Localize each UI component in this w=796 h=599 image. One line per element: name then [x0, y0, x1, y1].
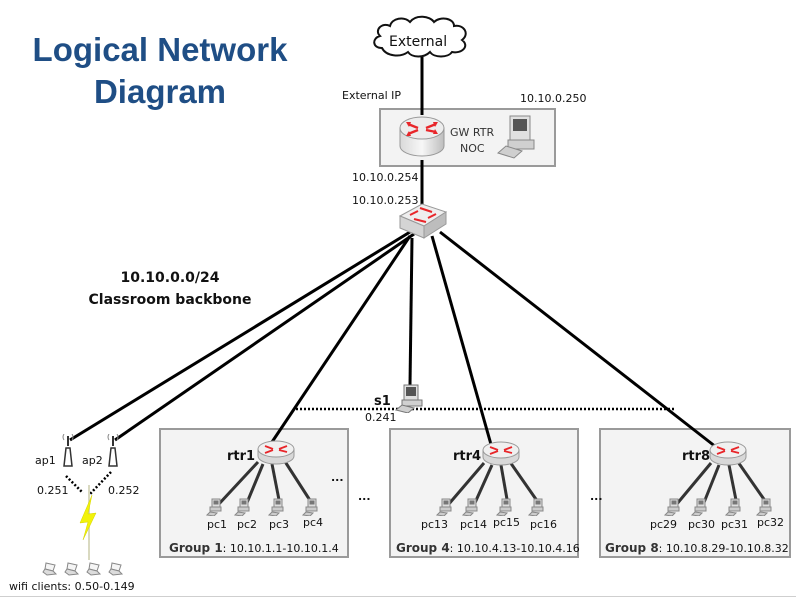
rtr8-label: rtr8 — [682, 449, 711, 464]
group-name: Group 8 — [605, 541, 659, 555]
link-switch-ap2 — [114, 232, 415, 442]
backbone-subnet: 10.10.0.0/24 — [120, 270, 220, 286]
wifi-client-laptop-icon — [86, 562, 102, 576]
noc-workstation-icon — [496, 115, 535, 159]
ap1-wireless-link — [65, 475, 84, 494]
ap1-icon — [62, 434, 74, 467]
bottom-divider — [0, 596, 796, 597]
group-ip-range: : 10.10.8.29-10.10.8.32 — [658, 542, 789, 555]
group-name: Group 1 — [169, 541, 223, 555]
ap2-ip-label: 0.252 — [108, 484, 140, 497]
group-label: Group 4: 10.10.4.13-10.10.4.16 — [396, 541, 580, 555]
link-switch-s1 — [408, 237, 414, 386]
pc-label: pc14 — [460, 518, 488, 531]
pc-icon — [691, 498, 707, 516]
pc-label: pc2 — [237, 518, 258, 531]
rtr4-label: rtr4 — [453, 449, 482, 464]
group-label: Group 8: 10.10.8.29-10.10.8.32 — [605, 541, 789, 555]
pc-label: pc15 — [493, 516, 521, 529]
pc-label: pc31 — [721, 518, 749, 531]
link-switch-ap1 — [69, 230, 411, 442]
gw-router-label-line2: NOC — [460, 142, 485, 155]
wifi-client-laptop-icon — [64, 562, 80, 576]
link-switch-rtr8 — [439, 230, 717, 449]
rtr1-label: rtr1 — [227, 449, 256, 464]
wifi-clients-label: wifi clients: 0.50-0.149 — [9, 580, 135, 593]
pc-icon — [436, 498, 452, 516]
gw-inside-ip-label: 10.10.0.254 — [352, 171, 419, 184]
switch-ip-label: 10.10.0.253 — [352, 194, 419, 207]
core-switch-icon — [398, 203, 448, 239]
group-name: Group 4 — [396, 541, 450, 555]
ap1-label: ap1 — [35, 454, 56, 467]
ap2-icon — [107, 434, 119, 467]
pc-label: pc32 — [757, 516, 785, 529]
pc-label: pc16 — [530, 518, 558, 531]
pc-icon — [206, 498, 222, 516]
group-ip-range: : 10.10.4.13-10.10.4.16 — [449, 542, 580, 555]
rtr1-pc-links — [216, 459, 315, 507]
pc-icon — [725, 498, 741, 516]
pc-icon — [664, 498, 680, 516]
ap2-wireless-link — [89, 471, 112, 495]
pc-icon — [234, 498, 250, 516]
wifi-client-laptop-icon — [108, 562, 124, 576]
rtr8-router-icon — [709, 441, 747, 466]
pc-label: pc1 — [207, 518, 228, 531]
rtr1-router-icon — [257, 440, 295, 465]
server-s1-ip: 0.241 — [365, 411, 397, 424]
pc-icon — [462, 498, 478, 516]
pc-label: pc3 — [269, 518, 290, 531]
pc-label: pc4 — [303, 516, 324, 529]
noc-ip-label: 10.10.0.250 — [520, 92, 587, 105]
wifi-bolt-icon — [79, 494, 97, 541]
diagram-title-line2: Diagram — [93, 73, 227, 110]
pc-label: pc29 — [650, 518, 678, 531]
external-cloud-icon — [373, 15, 467, 58]
group-label: Group 1: 10.10.1.1-10.10.1.4 — [169, 541, 339, 555]
link-switch-rtr1 — [268, 235, 412, 446]
server-s1-label: s1 — [374, 394, 391, 409]
ap1-ip-label: 0.251 — [37, 484, 69, 497]
diagram-title-line1: Logical Network — [32, 31, 288, 68]
gw-router-label-line1: GW RTR — [450, 126, 495, 139]
ellipsis-between-1-4: ... — [358, 490, 371, 503]
ellipsis-between-4-8: ... — [590, 490, 603, 503]
pc-icon — [496, 498, 512, 516]
pc-icon — [756, 498, 772, 516]
external-cloud-label: External — [389, 34, 448, 50]
link-switch-rtr4 — [430, 235, 494, 449]
ellipsis-group1: ... — [331, 471, 344, 484]
rtr4-pc-links — [446, 461, 542, 506]
group-1-box — [159, 428, 349, 558]
wifi-clients — [42, 562, 132, 576]
gw-router-icon — [399, 116, 445, 157]
pc-label: pc30 — [688, 518, 716, 531]
external-ip-label: External IP — [342, 89, 402, 102]
pc-icon — [528, 498, 544, 516]
wifi-client-laptop-icon — [42, 562, 58, 576]
group-ip-range: : 10.10.1.1-10.10.1.4 — [222, 542, 339, 555]
backbone-name: Classroom backbone — [88, 292, 252, 308]
pc-icon — [302, 498, 318, 516]
pc-label: pc13 — [421, 518, 449, 531]
pc-icon — [268, 498, 284, 516]
ap2-label: ap2 — [82, 454, 103, 467]
rtr4-router-icon — [482, 441, 520, 466]
server-s1-icon — [394, 384, 423, 413]
rtr8-pc-links — [674, 461, 770, 506]
